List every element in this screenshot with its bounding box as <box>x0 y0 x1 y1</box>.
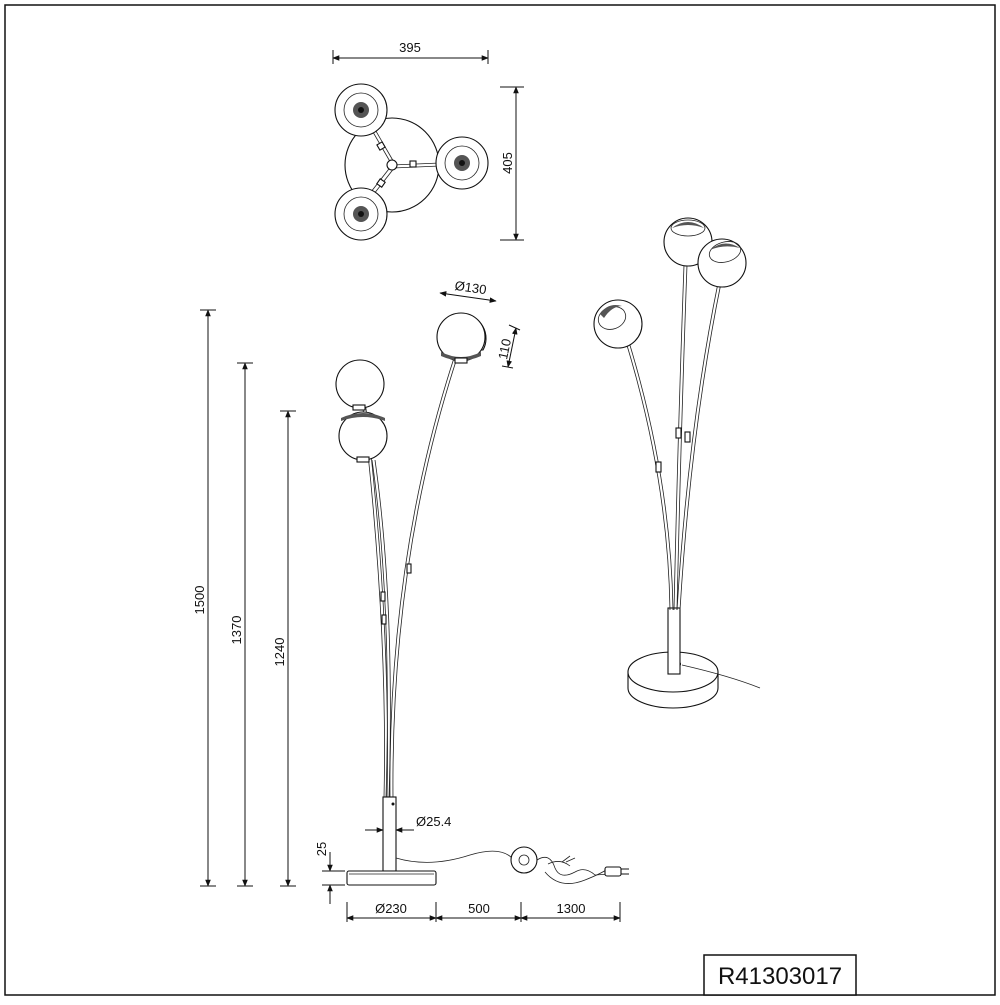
side-view-shade-lower <box>338 411 388 463</box>
side-view-shade-middle <box>335 359 385 411</box>
shade-diameter-dimension: Ø130 <box>439 278 497 303</box>
shade-diameter-label: Ø130 <box>454 278 488 297</box>
perspective-shade-right <box>697 238 747 288</box>
top-view: 395 405 <box>332 40 524 241</box>
cable-to-switch-label: 500 <box>468 901 490 916</box>
side-view-shade-top <box>436 312 487 364</box>
pole-diameter-dimension: Ø25.4 <box>365 814 451 833</box>
top-view-shade <box>435 136 489 190</box>
cable-to-plug-label: 1300 <box>557 901 586 916</box>
top-view-shade <box>334 83 388 137</box>
top-view-width-dimension: 395 <box>332 40 489 64</box>
base-height-label: 25 <box>314 842 329 856</box>
shade-height-label: 110 <box>495 337 514 360</box>
height-mid-dimension: 1370 <box>229 362 253 887</box>
product-code-box: R41303017 <box>703 954 857 996</box>
pole-diameter-label: Ø25.4 <box>416 814 451 829</box>
cable-with-switch-and-plug <box>395 846 629 884</box>
top-view-depth-label: 405 <box>500 152 515 174</box>
base-height-dimension: 25 <box>314 842 345 904</box>
side-view: 1500 1370 1240 Ø130 110 <box>192 278 629 922</box>
perspective-view <box>593 217 761 709</box>
height-total-label: 1500 <box>192 586 207 615</box>
bottom-dimensions: Ø230 500 1300 <box>346 901 621 922</box>
perspective-shade-left <box>593 299 643 349</box>
side-view-pole <box>382 796 397 872</box>
side-view-arms <box>361 357 458 799</box>
side-view-base <box>346 870 437 886</box>
shade-height-dimension: 110 <box>495 324 521 369</box>
product-code: R41303017 <box>718 963 842 990</box>
height-low-label: 1240 <box>272 638 287 667</box>
height-mid-label: 1370 <box>229 616 244 645</box>
height-total-dimension: 1500 <box>192 309 216 887</box>
perspective-pole <box>667 607 681 675</box>
sheet-border <box>4 4 996 996</box>
top-view-shade <box>334 187 388 241</box>
base-diameter-label: Ø230 <box>375 901 407 916</box>
top-view-depth-dimension: 405 <box>500 86 524 241</box>
height-low-dimension: 1240 <box>272 410 296 887</box>
top-view-width-label: 395 <box>399 40 421 55</box>
